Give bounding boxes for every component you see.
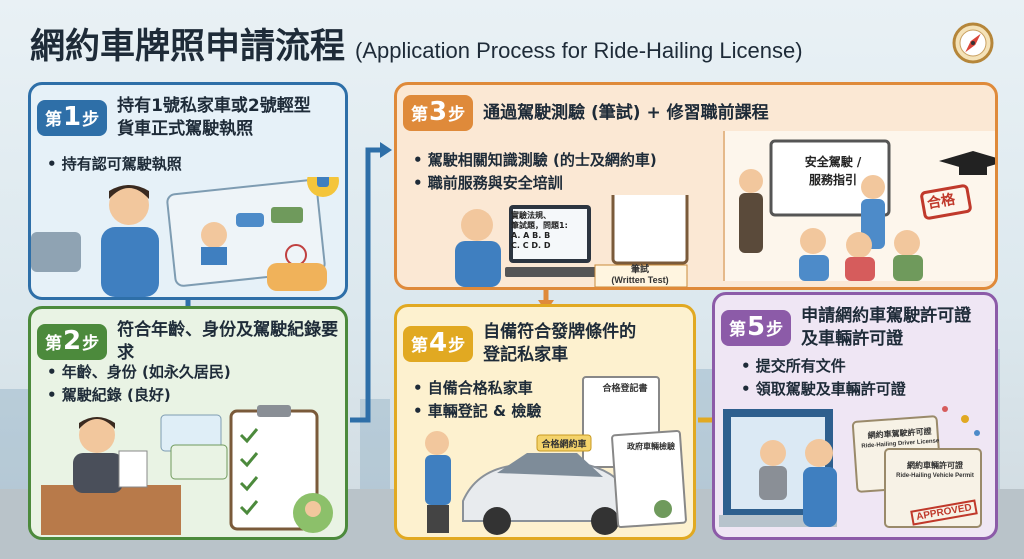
- qualified-car-label: 合格網約車: [541, 440, 587, 450]
- officer-and-checklist-illustration: [41, 405, 333, 535]
- step-1-bullets: • 持有認可駕駛執照: [47, 153, 182, 176]
- bullet-item: • 年齡、身份 (如永久居民): [47, 363, 231, 381]
- step-1-title: 持有1號私家車或2號輕型貨車正式駕駛執照: [117, 96, 311, 139]
- board-text: 安全駕駛 /服務指引: [804, 155, 862, 187]
- page-title-zh: 網約車牌照申請流程: [30, 27, 346, 67]
- computer-exam-illustration: [455, 195, 689, 287]
- step-3-title: 通過駕駛測驗 (筆試) + 修習職前課程: [483, 102, 769, 123]
- car-registration-illustration: [425, 376, 687, 535]
- bullet-item: • 領取駕駛及車輛許可證: [741, 380, 906, 398]
- bullet-item: • 提交所有文件: [741, 357, 846, 375]
- page-title-en: (Application Process for Ride-Hailing Li…: [355, 38, 803, 63]
- written-test-label: 筆試 (Written Test): [611, 265, 669, 285]
- driver-with-license-illustration: [31, 177, 339, 297]
- step-4-title: 自備符合發牌條件的登記私家車: [483, 322, 637, 365]
- bullet-item: • 職前服務與安全培訓: [413, 174, 563, 192]
- compass-icon: [952, 22, 994, 64]
- bullet-item: • 駕駛紀錄 (良好): [47, 386, 171, 404]
- classroom-illustration: [739, 139, 995, 281]
- step-5-bullets: • 提交所有文件 • 領取駕駛及車輛許可證: [741, 355, 906, 401]
- page-title: 網約車牌照申請流程 (Application Process for Ride-…: [30, 18, 803, 67]
- registration-doc-label: 合格登記書: [602, 384, 648, 394]
- inspection-doc-label: 政府車輛檢驗: [627, 442, 675, 451]
- vehicle-permit-label: 網約車輛許可證 Ride-Hailing Vehicle Permit: [896, 461, 974, 479]
- bullet-item: • 自備合格私家車: [413, 379, 533, 397]
- step-4-bullets: • 自備合格私家車 • 車輛登記 & 檢驗: [413, 377, 541, 423]
- step-2-bullets: • 年齡、身份 (如永久居民) • 駕駛紀錄 (良好): [47, 361, 231, 407]
- bullet-item: • 持有認可駕駛執照: [47, 155, 182, 173]
- step-2-title: 符合年齡、身份及駕駛紀錄要求: [117, 320, 339, 363]
- permit-counter-illustration: [719, 406, 982, 528]
- step-5-title: 申請網約車駕駛許可證及車輛許可證: [801, 306, 972, 349]
- step-3-bullets: • 駕駛相關知識測驗 (的士及網約車) • 職前服務與安全培訓: [413, 149, 657, 195]
- bullet-item: • 車輛登記 & 檢驗: [413, 402, 542, 420]
- bullet-item: • 駕駛相關知識測驗 (的士及網約車): [413, 151, 657, 169]
